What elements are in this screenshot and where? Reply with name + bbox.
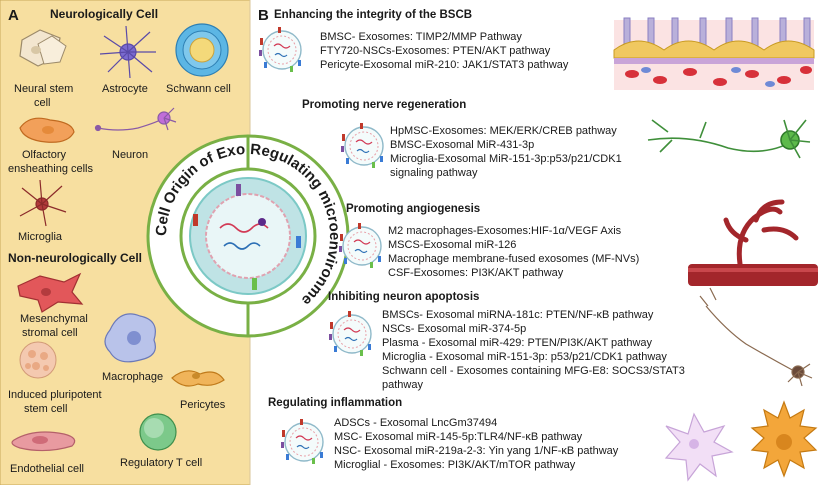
bscb-barrier-icon	[613, 17, 815, 90]
section-apoptosis-item: Plasma - Exosomal miR-429: PTEN/PI3K/AKT…	[382, 337, 653, 349]
inflammatory-cell-icon-1	[664, 412, 734, 482]
section-apoptosis-title: Inhibiting neuron apoptosis	[328, 291, 479, 303]
panel-b-letter: B	[258, 7, 269, 24]
olfactory-label-1: Olfactory	[22, 149, 67, 161]
olfactory-label-2: ensheathing cells	[8, 163, 94, 175]
neural-stem-label-2: cell	[34, 97, 51, 109]
pericytes-label: Pericytes	[180, 399, 226, 411]
inflammatory-cell-icon-2	[750, 400, 818, 478]
section-inflammation-item: NSC- Exosomal miR-219a-2-3: Yin yang 1/N…	[334, 445, 619, 457]
section-angio-item: Macrophage membrane-fused exosomes (MF-N…	[388, 253, 639, 265]
section-nerve-item: Microglia-Exosomal MiR-151-3p:p53/p21/CD…	[390, 153, 622, 165]
section-angio-item: M2 macrophages-Exosomes:HIF-1α/VEGF Axis	[388, 225, 622, 237]
microglia-icon	[19, 179, 67, 227]
section-inflammation-item: Microglial - Exosomes: PI3K/AKT/mTOR pat…	[334, 459, 576, 471]
section-bscb-title: Enhancing the integrity of the BSCB	[274, 9, 472, 21]
section-bscb-item: BMSC- Exosomes: TIMP2/MMP Pathway	[320, 31, 522, 43]
neuron-icon	[94, 107, 177, 132]
non-neuro-cells-title: Non-neurologically Cell	[8, 251, 142, 265]
msc-icon	[17, 272, 84, 313]
neural-stem-cell-icon	[19, 29, 67, 67]
section-apoptosis-item: pathway	[382, 379, 423, 391]
section-nerve-title: Promoting nerve regeneration	[302, 99, 466, 111]
neuron-large-icon	[647, 119, 811, 159]
section-bscb-item: Pericyte-Exosomal miR-210: JAK1/STAT3 pa…	[320, 59, 569, 71]
endothelial-icon	[11, 431, 76, 452]
section-apoptosis-item: Microglia - Exosomal miR-151-3p: p53/p21…	[382, 351, 667, 363]
central-exosome-icon	[189, 177, 307, 295]
section-inflammation-item: ADSCs - Exosomal LncGm37494	[334, 417, 497, 429]
ipsc-icon	[19, 341, 57, 379]
section-angio-item: CSF-Exosomes: PI3K/AKT pathway	[388, 267, 564, 279]
endothelial-label: Endothelial cell	[10, 463, 84, 475]
olfactory-cell-icon	[19, 117, 75, 143]
section-nerve-item: signaling pathway	[390, 167, 478, 179]
section-bscb-item: FTY720-NSCs-Exosomes: PTEN/AKT pathway	[320, 45, 551, 57]
section-angio-item: MSCS-Exosomal miR-126	[388, 239, 516, 251]
treg-label: Regulatory T cell	[120, 457, 202, 469]
schwann-cell-icon	[175, 23, 229, 77]
section-nerve-item: BMSC-Exosomal MiR-431-3p	[390, 139, 534, 151]
msc-label-1: Mesenchymal	[20, 313, 88, 325]
section-inflammation-title: Regulating inflammation	[268, 397, 402, 409]
section-apoptosis-item: BMSCs- Exosomal miRNA-181c: PTEN/NF-κB p…	[382, 309, 654, 321]
astrocyte-icon	[99, 25, 156, 79]
neuron-label: Neuron	[112, 149, 148, 161]
astrocyte-label: Astrocyte	[102, 83, 148, 95]
ipsc-label-1: Induced pluripotent	[8, 389, 102, 401]
section-apoptosis-item: Schwann cell - Exosomes containing MFG-E…	[382, 365, 685, 377]
microglia-label: Microglia	[18, 231, 63, 243]
neuro-cells-title: Neurologically Cell	[50, 7, 158, 21]
section-nerve-item: HpMSC-Exosomes: MEK/ERK/CREB pathway	[390, 125, 617, 137]
panel-a-letter: A	[8, 7, 19, 24]
neural-stem-label-1: Neural stem	[14, 83, 73, 95]
section-apoptosis-item: NSCs- Exosomal miR-374-5p	[382, 323, 526, 335]
msc-label-2: stromal cell	[22, 327, 78, 339]
macrophage-icon	[104, 313, 156, 363]
section-angio-title: Promoting angiogenesis	[346, 203, 480, 215]
macrophage-label: Macrophage	[102, 371, 163, 383]
treg-icon	[139, 413, 177, 451]
ipsc-label-2: stem cell	[24, 403, 67, 415]
section-inflammation-item: MSC- Exosomal miR-145-5p:TLR4/NF-κB path…	[334, 431, 583, 443]
schwann-label: Schwann cell	[166, 83, 231, 95]
apoptotic-neuron-icon	[699, 287, 813, 387]
blood-vessel-icon	[688, 199, 818, 286]
pericytes-icon	[171, 370, 225, 387]
